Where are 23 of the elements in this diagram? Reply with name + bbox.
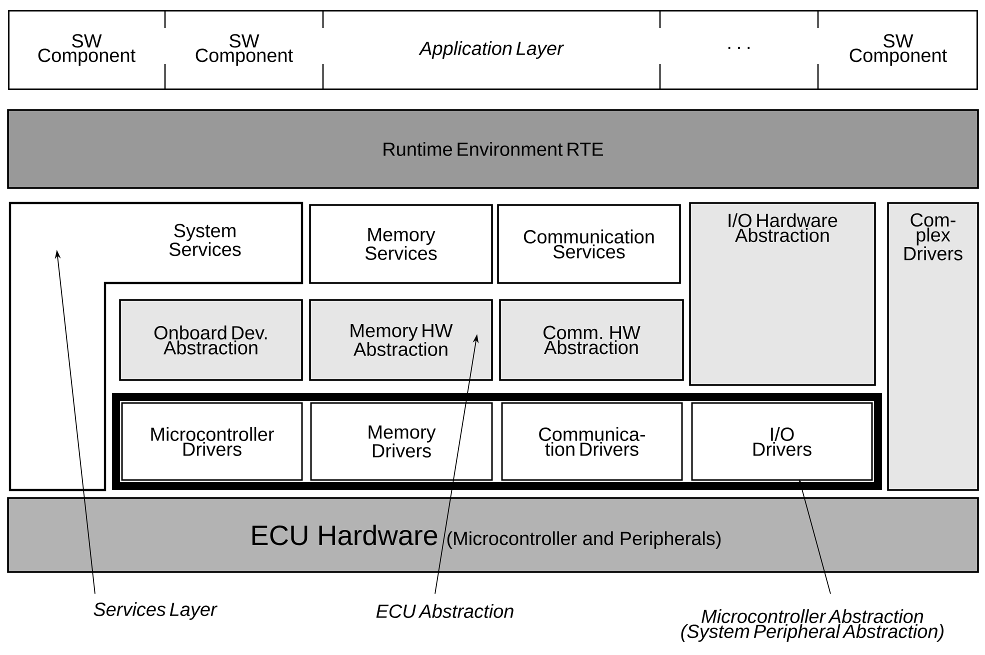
driver-layer-frame bbox=[112, 393, 882, 490]
hardware-band: ECU Hardware (Microcontroller and Peripherals) bbox=[7, 497, 979, 573]
rte-band: Runtime Environment RTE bbox=[7, 109, 979, 189]
driver-box: I/O Drivers bbox=[691, 402, 873, 481]
application-layer-band bbox=[8, 10, 978, 90]
layer-caption: Services Layer bbox=[94, 602, 218, 620]
module-box: Memory Services bbox=[309, 204, 493, 284]
module-box: Comm. HW Abstraction bbox=[499, 299, 684, 381]
module-box: Communication Services bbox=[497, 204, 681, 284]
module-box: Memory HW Abstraction bbox=[309, 299, 493, 381]
driver-box: Microcontroller Drivers bbox=[121, 402, 303, 481]
component-label: SW Component bbox=[38, 34, 136, 66]
module-box: I/O Hardware Abstraction bbox=[689, 202, 876, 386]
layer-title: Application Layer bbox=[418, 41, 564, 59]
component-label: SW Component bbox=[850, 34, 947, 66]
component-label: SW Component bbox=[196, 34, 293, 66]
driver-box: Memory Drivers bbox=[310, 402, 493, 481]
layer-caption: Microcontroller Abstraction (System Peripheral Abstraction) bbox=[681, 609, 944, 642]
driver-box: Communica- tion Drivers bbox=[501, 402, 683, 481]
module-box: Onboard Dev. Abstraction bbox=[119, 299, 303, 381]
module-box: Com- plex Drivers bbox=[887, 202, 979, 491]
layer-caption: ECU Abstraction bbox=[376, 604, 514, 618]
ellipsis-label: · · · bbox=[728, 46, 750, 49]
